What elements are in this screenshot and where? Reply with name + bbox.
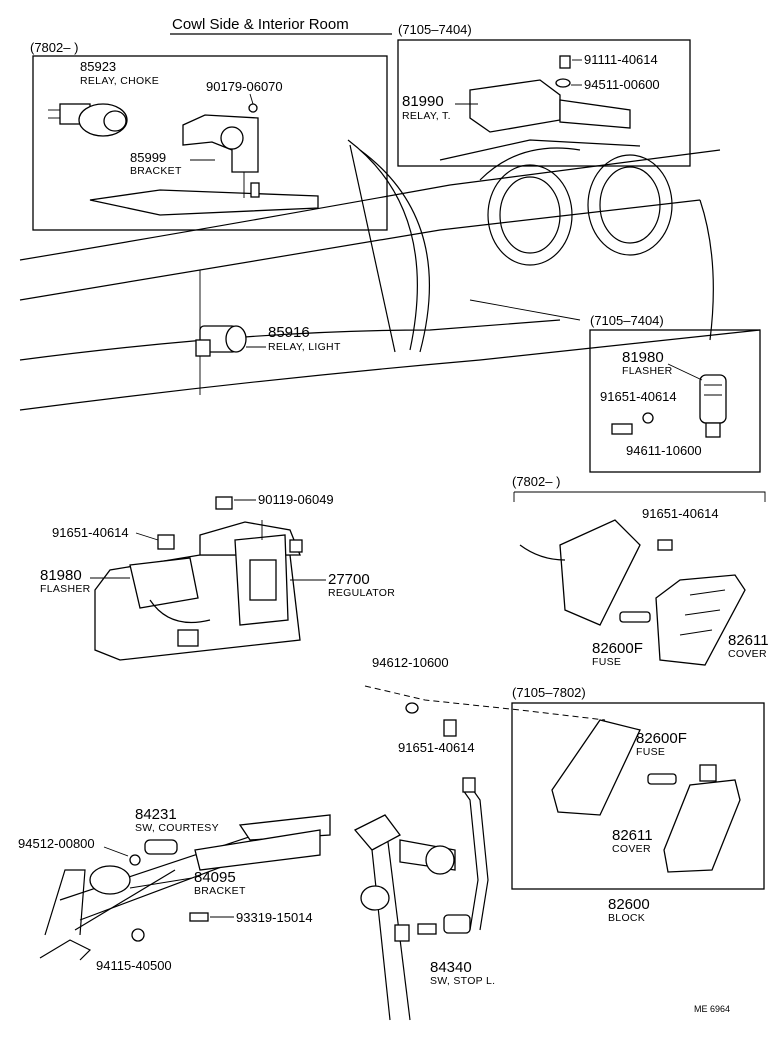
range-top-left: (7802– ) xyxy=(30,40,78,55)
part-number-84340: 84340 xyxy=(430,959,472,976)
inset-box-choke-relay xyxy=(32,55,388,231)
part-number-90179-06070: 90179-06070 xyxy=(206,79,283,94)
part-number-91111-40614: 91111-40614 xyxy=(584,52,658,67)
part-number-91651-40614-right: 91651-40614 xyxy=(600,389,677,404)
bracket-85999-drawing xyxy=(89,103,319,216)
part-name-regulator: REGULATOR xyxy=(328,587,395,599)
part-number-94511-00600: 94511-00600 xyxy=(584,77,660,92)
relay-light-drawing xyxy=(195,325,247,357)
part-number-82600F-bottom: 82600F xyxy=(636,730,687,747)
part-number-85999: 85999 xyxy=(130,150,166,165)
bolt-drawings-center xyxy=(405,702,457,737)
range-right-mid: (7105–7404) xyxy=(590,313,664,328)
part-name-sw-courtesy: SW, COURTESY xyxy=(135,822,219,834)
part-name-relay-light: RELAY, LIGHT xyxy=(268,341,341,353)
part-number-90119-06049: 90119-06049 xyxy=(258,492,334,507)
part-number-84231: 84231 xyxy=(135,806,177,823)
diagram-title: Cowl Side & Interior Room xyxy=(172,16,349,33)
inset-box-fuse-block xyxy=(511,702,765,890)
part-number-84095: 84095 xyxy=(194,869,236,886)
part-name-block: BLOCK xyxy=(608,912,645,924)
part-number-94612-10600: 94612-10600 xyxy=(372,655,449,670)
part-name-fuse-top: FUSE xyxy=(592,656,621,668)
part-number-91651-40614-block: 91651-40614 xyxy=(398,740,475,755)
part-number-81980-left: 81980 xyxy=(40,567,82,584)
part-number-85916: 85916 xyxy=(268,324,310,341)
part-name-bracket-84095: BRACKET xyxy=(194,885,246,897)
inset-box-relay-t xyxy=(397,39,691,167)
part-name-sw-stop-l: SW, STOP L. xyxy=(430,975,495,987)
part-number-82600: 82600 xyxy=(608,896,650,913)
part-name-flasher-right: FLASHER xyxy=(622,365,673,377)
regulator-assembly-drawing xyxy=(94,496,303,661)
fuse-block-7105-drawing xyxy=(551,719,741,873)
relay-t-drawing xyxy=(439,55,641,161)
part-number-91651-40614-left: 91651-40614 xyxy=(52,525,129,540)
part-number-85923: 85923 xyxy=(80,59,116,74)
part-number-94115-40500: 94115-40500 xyxy=(96,958,172,973)
part-number-82611-bottom: 82611 xyxy=(612,827,653,844)
stop-lamp-switch-drawing xyxy=(353,777,489,1021)
range-right-block: (7105–7802) xyxy=(512,685,586,700)
footer-code: ME 6964 xyxy=(694,1004,730,1014)
courtesy-switch-drawing xyxy=(39,814,331,961)
fuse-block-7802-drawing xyxy=(519,519,746,666)
part-number-94611-10600: 94611-10600 xyxy=(626,443,702,458)
inset-box-flasher xyxy=(589,329,761,473)
part-number-81980-right: 81980 xyxy=(622,349,664,366)
part-name-cover-bottom: COVER xyxy=(612,843,651,855)
part-number-27700: 27700 xyxy=(328,571,370,588)
part-number-91651-40614-fuse: 91651-40614 xyxy=(642,506,719,521)
part-name-relay-choke: RELAY, CHOKE xyxy=(80,75,159,87)
part-name-fuse-bottom: FUSE xyxy=(636,746,665,758)
part-number-82600F-top: 82600F xyxy=(592,640,643,657)
part-name-bracket-85999: BRACKET xyxy=(130,165,182,177)
flasher-81980-drawing xyxy=(611,374,727,438)
range-top-right: (7105–7404) xyxy=(398,22,472,37)
part-number-93319-15014: 93319-15014 xyxy=(236,910,313,925)
dashboard-drawing xyxy=(19,139,761,411)
choke-relay-drawing xyxy=(48,103,128,137)
part-name-flasher-left: FLASHER xyxy=(40,583,91,595)
part-number-82611-top: 82611 xyxy=(728,632,769,649)
range-right-fuse: (7802– ) xyxy=(512,474,560,489)
dashed-leader xyxy=(364,685,606,721)
part-name-cover-top: COVER xyxy=(728,648,767,660)
part-name-relay-t: RELAY, T. xyxy=(402,110,451,122)
part-number-94512-00800: 94512-00800 xyxy=(18,836,95,851)
part-number-81990: 81990 xyxy=(402,93,444,110)
bracket-fuse-range xyxy=(513,491,766,502)
